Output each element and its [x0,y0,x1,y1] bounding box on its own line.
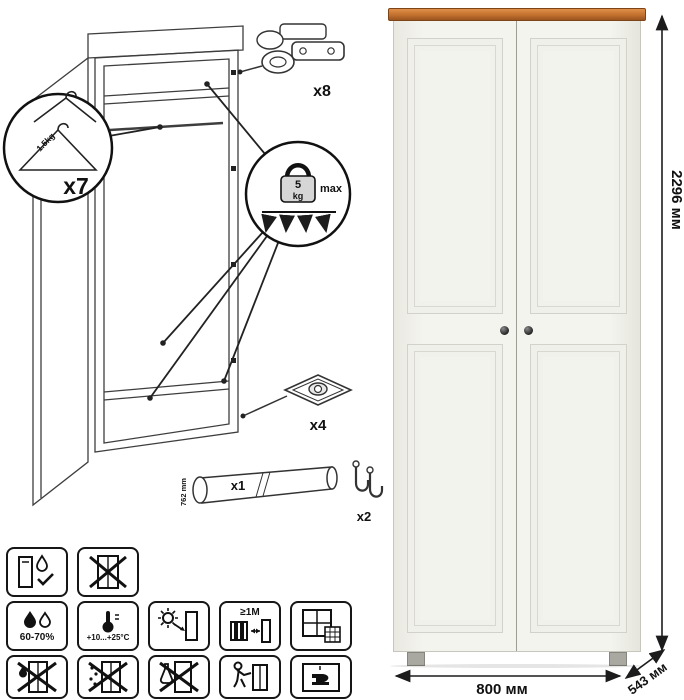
icon-no-heavy-impact [290,655,352,699]
foot-icon: x4 [240,374,353,434]
width-dimension-label: 800 мм [476,681,527,698]
hanging-rail-icon: x1 762 mm [179,466,338,506]
hook-count: x2 [357,509,371,524]
left-door [394,20,517,651]
icon-avoid-sunlight [148,601,210,651]
height-dimension-label: 2296 мм [668,170,684,230]
foot-left [407,652,425,666]
wood-top-trim [388,8,646,21]
hinge-icon [256,23,345,74]
person-moving-icon [233,661,268,691]
hanger-callout: 1.5kg x7 [2,90,163,204]
wardrobe-body [393,20,641,652]
hook-icon: x2 [352,460,384,524]
load-value: 5 [295,179,301,191]
icon-no-wet-cleaning [6,655,68,699]
max-load-callout: 5 kg max [147,81,352,401]
icon-window-ventilation [290,601,352,651]
hanger-icon [18,90,98,171]
temperature-range-label: +10...+25°C [86,632,130,642]
radiator-icon [230,619,271,644]
wardrobe-photo [388,8,646,668]
wardrobe-line-drawing [32,25,244,507]
no-solvents-icon [159,661,199,693]
floor-shadow [390,664,644,668]
window-icon [302,609,341,643]
icon-no-solvents [148,655,210,699]
icon-radiator-distance: ≥1M [219,601,281,651]
radiator-distance-label: ≥1M [240,606,260,618]
load-unit: kg [293,191,304,201]
left-door-bottom-panel [407,344,503,633]
humidity-range-label: 60-70% [19,631,55,643]
no-abrasives-icon [88,661,128,693]
assembly-diagram: x8 1.5kg x7 [2,23,384,524]
right-door-bottom-panel [530,344,627,633]
damp-cloth-icon [18,554,54,588]
icon-temperature-range: +10...+25°C [77,601,139,651]
load-max-label: max [320,183,343,195]
right-door [517,20,640,651]
left-door-top-panel [407,38,503,314]
hanger-callout-circle [2,92,114,204]
icon-no-abrasives [77,655,139,699]
icon-damp-cloth-ok [6,547,68,597]
rail-length-label: 762 mm [179,478,188,506]
hinge-count: x8 [313,83,331,100]
icon-prohibited-use [77,547,139,597]
no-wet-cleaning-icon [17,661,57,693]
thermometer-icon [102,610,119,633]
crossed-furniture-icon [89,555,127,589]
left-door-knob [500,326,509,335]
sun-icon [158,608,198,641]
water-drops-icon [24,610,51,628]
icon-move-carefully [219,655,281,699]
foot-count: x4 [310,417,327,434]
icon-humidity-range: 60-70% [6,601,68,651]
weight-icon [284,163,312,179]
load-arrows [261,213,331,233]
right-door-top-panel [530,38,627,314]
hanger-count: x7 [63,173,89,199]
anvil-in-box-icon [302,663,340,692]
right-door-knob [524,326,533,335]
rail-count: x1 [231,478,245,493]
